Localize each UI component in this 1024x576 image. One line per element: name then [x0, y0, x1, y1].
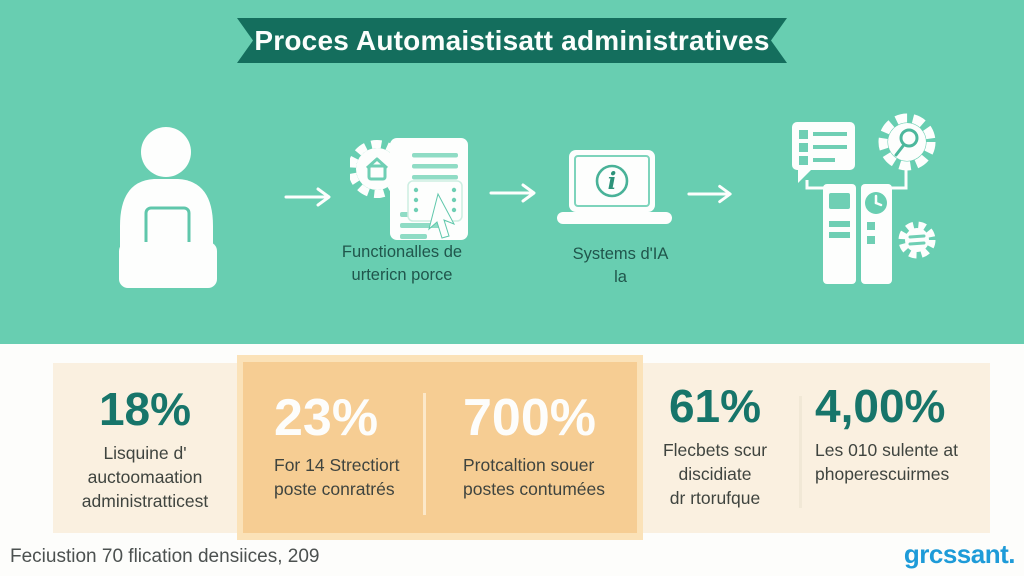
flow-arrow-icon — [284, 187, 331, 207]
stat-block: 4,00% Les 010 sulente at phoperescuirmes — [815, 383, 1000, 486]
person-desk-icon — [119, 127, 217, 288]
stat-value: 4,00% — [815, 380, 946, 432]
process-section: Proces Automaistisatt administratives — [0, 0, 1024, 344]
stat-value: 18% — [98, 383, 192, 435]
servers-gears-icon — [792, 113, 936, 284]
stat-block: 61% Flecbets scur discidiate dr rtorufqu… — [642, 383, 788, 510]
stat-label: Protcaltion souer postes contumées — [463, 455, 606, 500]
stat-label: Lisquine d' auctoomaation administrattic… — [81, 443, 209, 512]
title-banner: Proces Automaistisatt administratives — [237, 18, 787, 63]
laptop-ai-icon: i — [557, 150, 672, 224]
flow-arrow-icon — [687, 184, 732, 204]
highlight-card — [243, 362, 637, 533]
source-note: Feciustion 70 flication densiices, 209 — [10, 546, 320, 567]
stat-block: 23% For 14 Strectiort poste conratrés — [274, 392, 454, 501]
info-glyph: i — [608, 168, 617, 195]
page-title: Proces Automaistisatt administratives — [254, 24, 770, 56]
stat-block: 18% Lisquine d' auctoomaation administra… — [52, 386, 238, 513]
stat-label: Les 010 sulente at phoperescuirmes — [815, 440, 959, 485]
brand-logo: grcssant. — [903, 539, 1016, 569]
flow-arrow-icon — [489, 183, 536, 203]
flow-step-label: Systems d'IA la — [572, 245, 669, 287]
stat-divider — [423, 393, 426, 515]
flow-step-label: Functionalles de urtericn porce — [341, 243, 463, 285]
stat-divider — [799, 396, 802, 508]
documents-automation-icon — [350, 138, 468, 240]
stat-value: 700% — [463, 389, 596, 447]
stat-label: For 14 Strectiort poste conratrés — [274, 455, 400, 500]
stat-block: 700% Protcaltion souer postes contumées — [463, 392, 653, 501]
stat-value: 61% — [668, 380, 762, 432]
stat-value: 23% — [274, 389, 379, 447]
stat-label: Flecbets scur discidiate dr rtorufque — [662, 440, 768, 509]
